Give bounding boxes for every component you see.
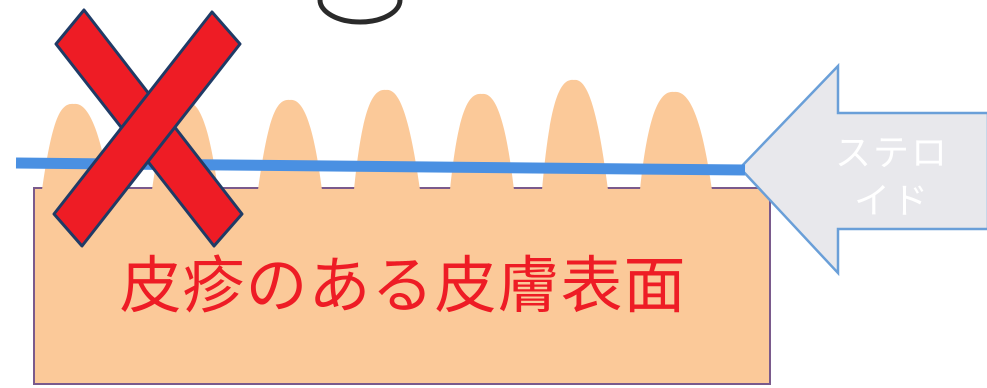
steroid-label: ステロ イド: [822, 130, 962, 226]
skin-bump: [258, 99, 322, 190]
cross-mark: [52, 8, 244, 248]
skin-bump: [542, 79, 608, 190]
skin-base: [33, 187, 771, 385]
skin-surface-label: 皮疹のある皮膚表面: [119, 249, 687, 322]
top-circle-fragment: [317, 0, 403, 25]
cross-stroke-b: [52, 10, 242, 248]
skin-bump: [450, 93, 514, 190]
skin-bump: [640, 91, 712, 190]
steroid-label-line2: イド: [853, 181, 930, 222]
steroid-arrow: [738, 62, 987, 277]
skin-bump: [354, 89, 420, 190]
steroid-label-line1: ステロ: [834, 133, 949, 174]
